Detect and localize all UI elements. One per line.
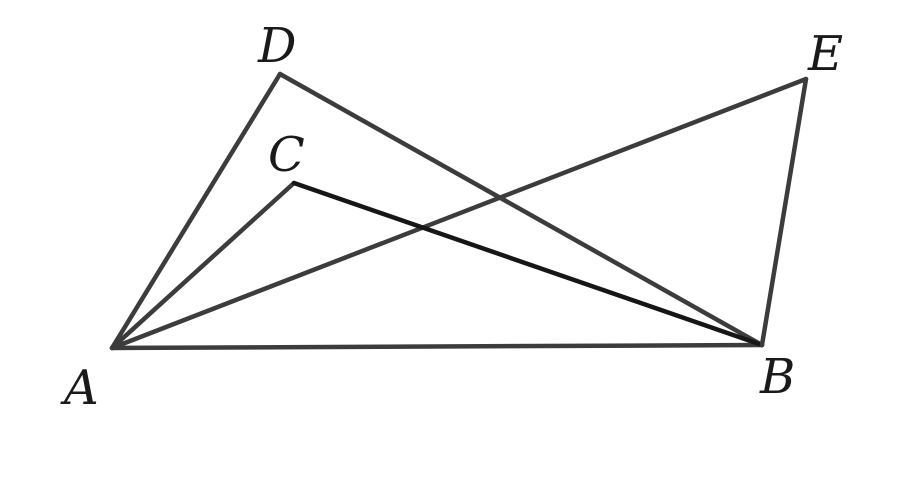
segment-ab [109,342,765,351]
segment-eb [759,76,809,348]
point-label-d: D [257,18,296,74]
segment-db [277,71,765,348]
segment-cb [291,180,765,348]
point-label-b: B [759,349,795,405]
segment-ad [109,71,283,351]
point-label-a: A [60,360,99,416]
segment-ae [109,76,809,351]
point-label-c: C [268,127,305,183]
point-label-e: E [807,26,843,82]
segment-ac [109,180,297,351]
